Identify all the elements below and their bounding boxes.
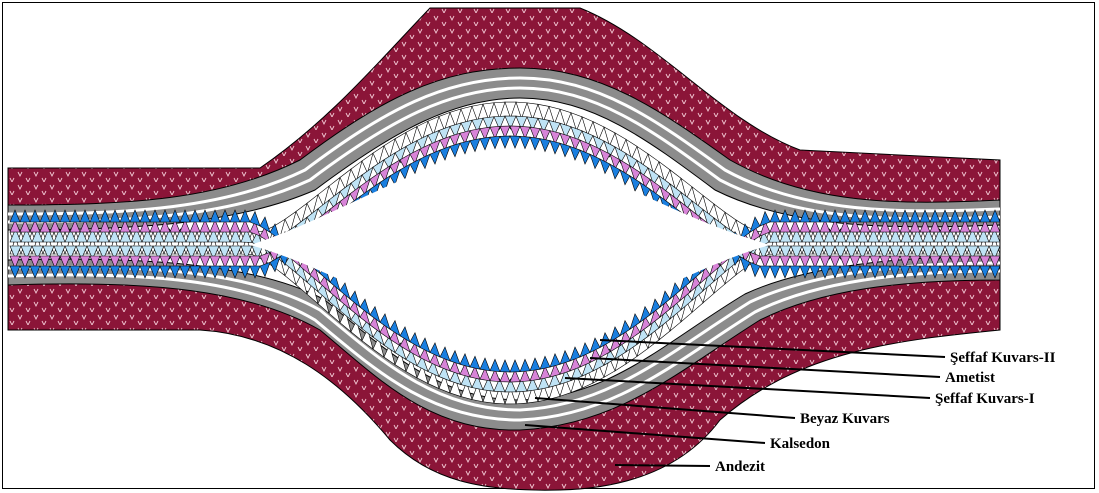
label-beyaz-kuvars: Beyaz Kuvars <box>800 411 890 427</box>
label-andezit: Andezit <box>715 459 765 475</box>
label-kalsedon: Kalsedon <box>770 436 831 452</box>
label-ametist: Ametist <box>945 370 995 386</box>
label-seffaf-kuvars-ii: Şeffaf Kuvars-II <box>950 350 1056 366</box>
leader-andezit <box>615 465 710 466</box>
label-seffaf-kuvars-i: Şeffaf Kuvars-I <box>935 391 1035 407</box>
